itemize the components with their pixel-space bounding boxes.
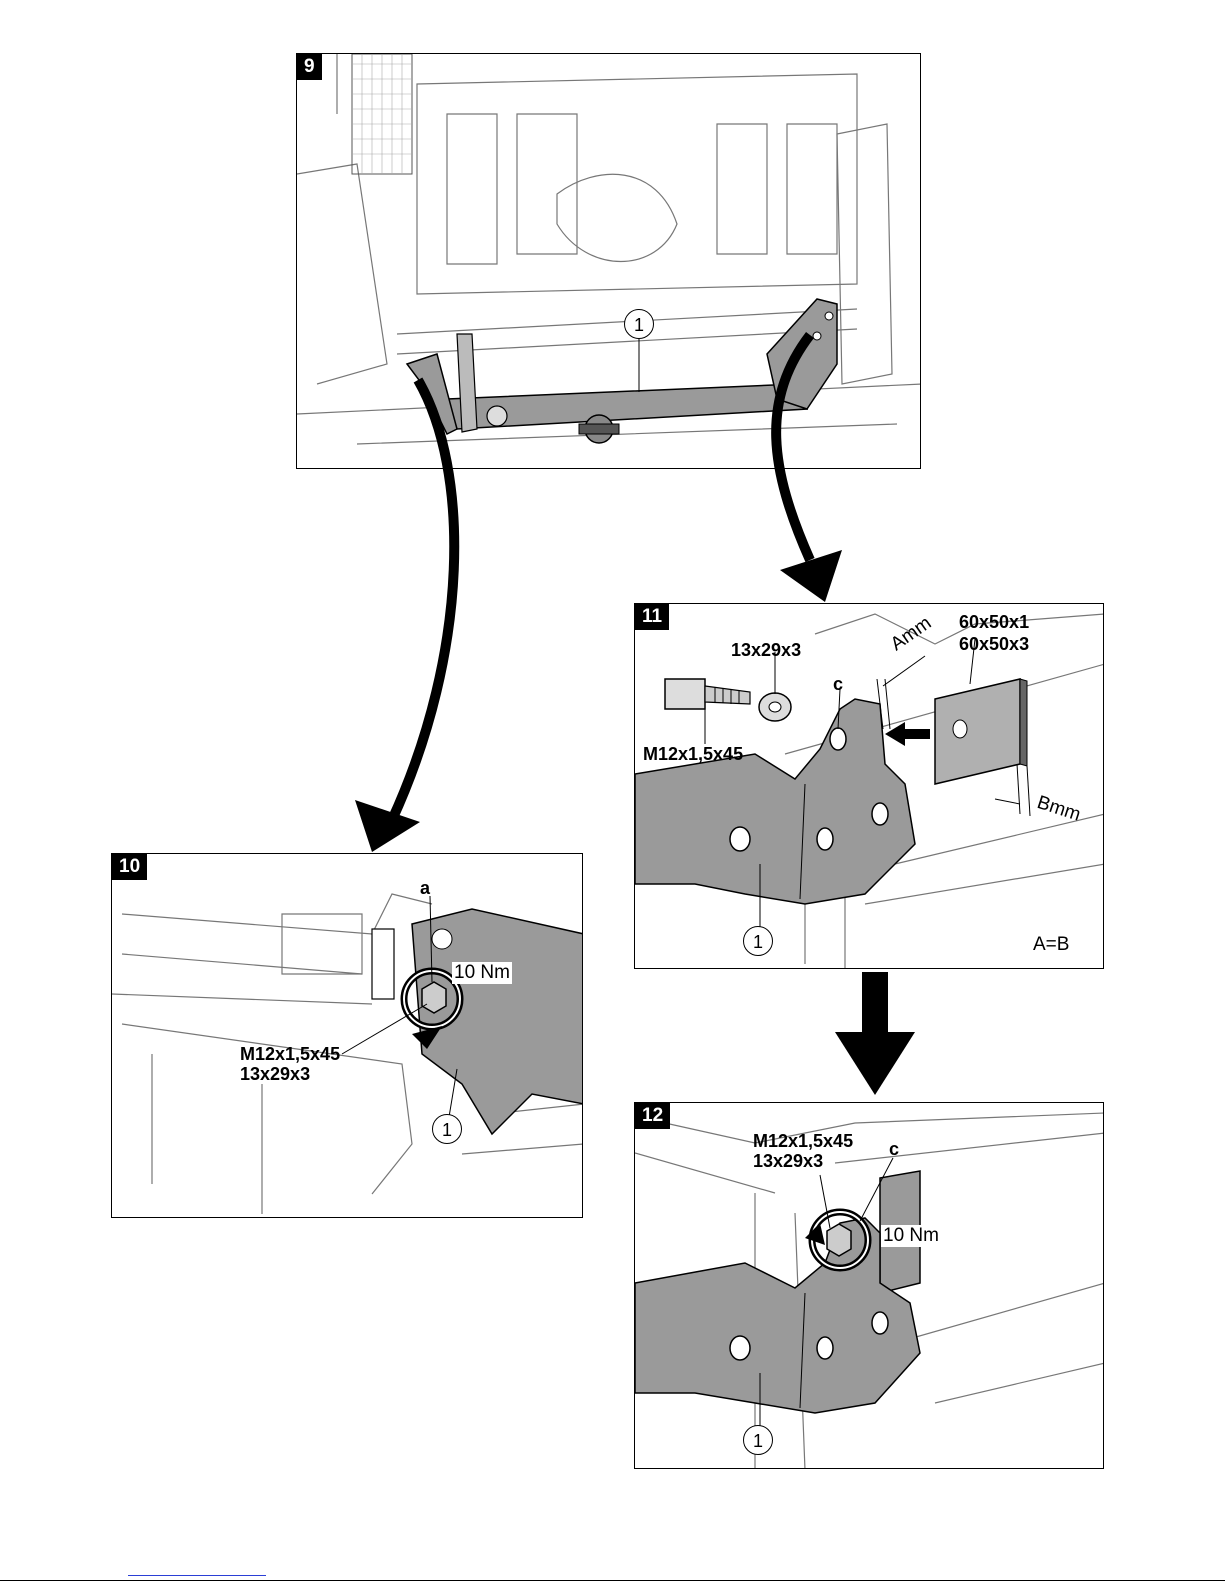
figure-10-washer: 13x29x3 xyxy=(240,1064,310,1084)
figure-11-part-1-callout: 1 xyxy=(743,926,773,956)
figure-12-washer: 13x29x3 xyxy=(753,1151,823,1171)
arrow-9-to-10 xyxy=(392,380,454,820)
figure-10-torque: 10 Nm xyxy=(452,962,512,984)
arrow-9-to-11 xyxy=(776,335,810,560)
figure-12-detail-c: c xyxy=(889,1139,899,1159)
figure-11-bolt: M12x1,5x45 xyxy=(643,744,743,764)
arrow-11-to-12-shaft xyxy=(862,972,888,1032)
figure-10-bolt: M12x1,5x45 xyxy=(240,1044,340,1064)
figure-11-washer: 13x29x3 xyxy=(731,640,801,660)
figure-11-plate-2: 60x50x3 xyxy=(959,634,1029,654)
figure-10-part-1-callout: 1 xyxy=(432,1114,462,1144)
figure-9-number: 9 xyxy=(297,54,322,80)
figure-10-number: 10 xyxy=(112,854,147,880)
figure-11-plate-1: 60x50x1 xyxy=(959,612,1029,632)
figure-10-detail-a: a xyxy=(420,878,430,898)
figure-12-torque: 10 Nm xyxy=(881,1225,941,1247)
figure-12-number: 12 xyxy=(635,1103,670,1129)
figure-12-bolt: M12x1,5x45 xyxy=(753,1131,853,1151)
arrow-9-to-10-head xyxy=(355,800,420,852)
figure-9-part-1-callout: 1 xyxy=(624,309,654,339)
figure-12-part-1-callout: 1 xyxy=(743,1425,773,1455)
figure-11-number: 11 xyxy=(635,604,669,630)
arrow-11-to-12-head xyxy=(835,1032,915,1095)
figure-11-detail-c: c xyxy=(833,674,843,694)
figure-11-equation: A=B xyxy=(1033,934,1069,956)
